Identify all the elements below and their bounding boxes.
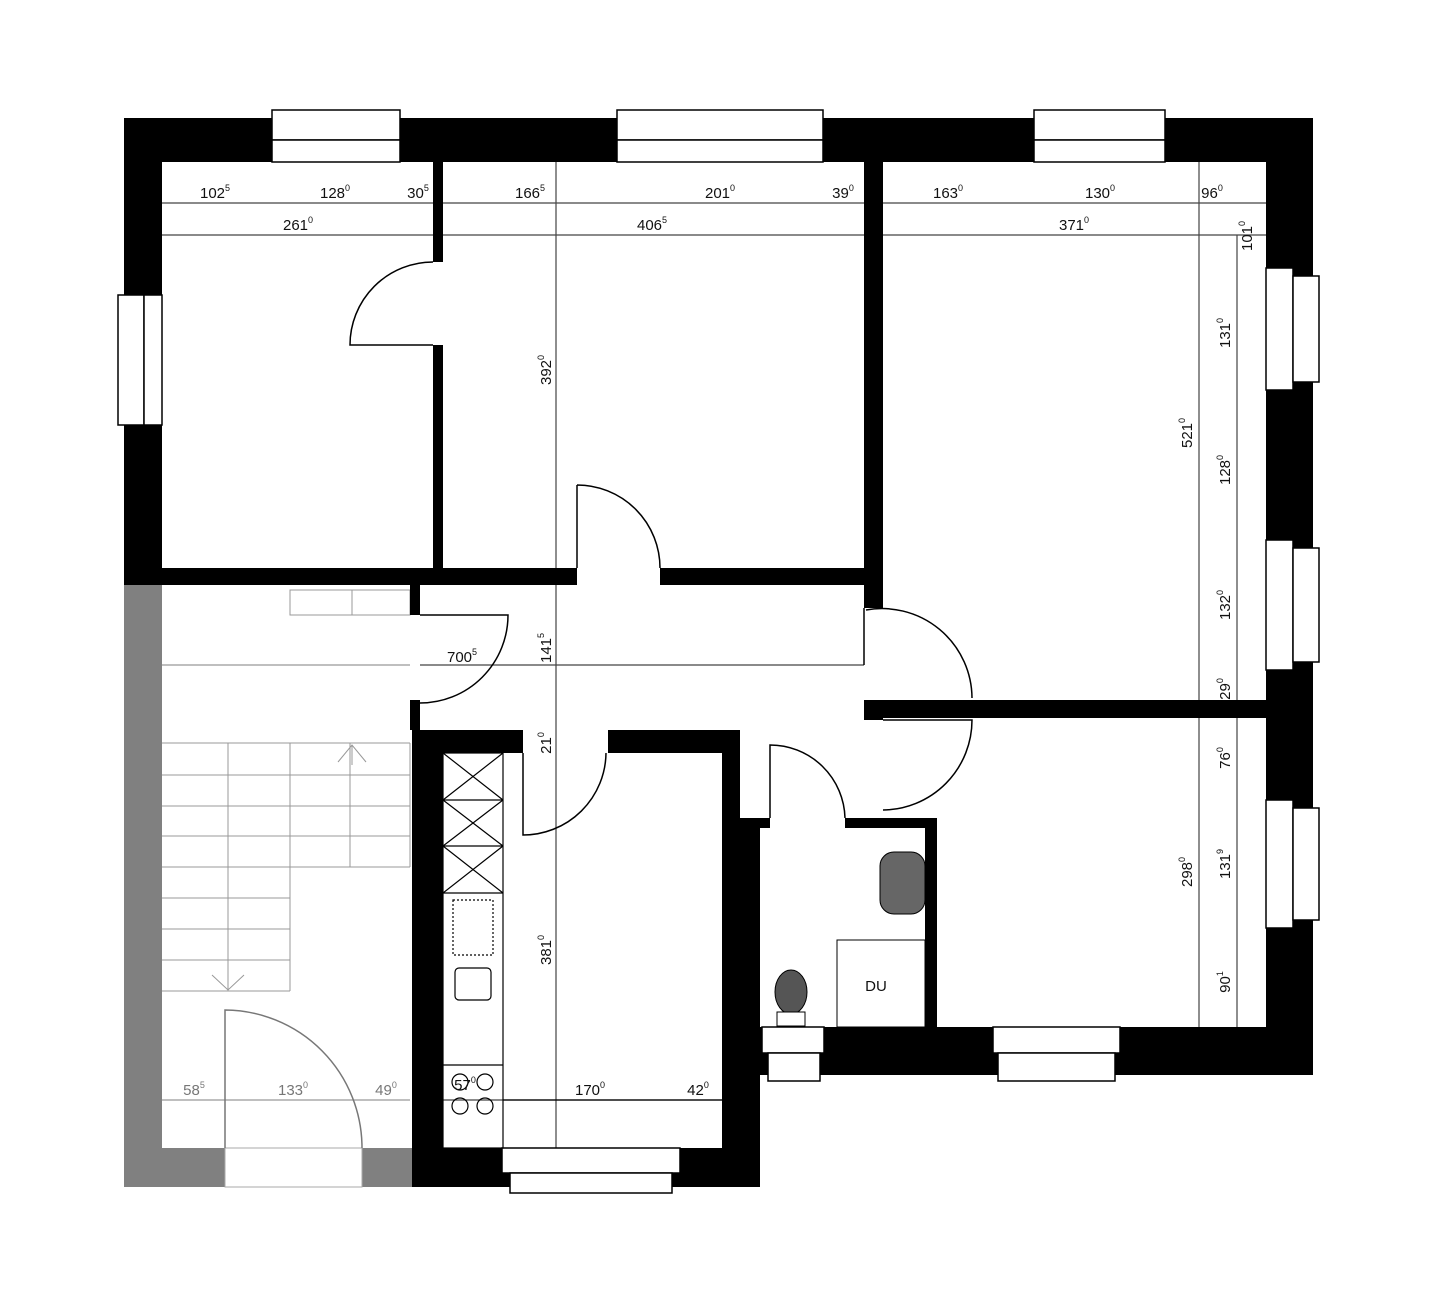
shower-tray (836, 939, 926, 1028)
window (1265, 539, 1294, 671)
door-swing (349, 261, 434, 346)
dimension-label: 1330 (278, 1080, 308, 1099)
door-swing (419, 614, 509, 704)
dimension-label: 1320 (1215, 590, 1234, 620)
dimension-label: 1319 (1215, 849, 1234, 879)
bathroom-fixtures (774, 851, 926, 1028)
window (616, 109, 824, 141)
dimension-label: 3710 (1059, 215, 1089, 234)
dimension-label: 1415 (536, 633, 555, 663)
dimension-label: 960 (1201, 183, 1223, 202)
window (616, 139, 824, 163)
dimension-label: 2010 (705, 183, 735, 202)
window (501, 1147, 681, 1174)
window (117, 294, 145, 426)
dimension-label: 5210 (1177, 418, 1196, 448)
window (997, 1052, 1116, 1082)
stair-up-arrow-icon (337, 744, 367, 765)
dimension-lines (162, 162, 1266, 1148)
window (1033, 139, 1166, 163)
dimension-label: 585 (183, 1080, 205, 1099)
dimension-label: 490 (375, 1080, 397, 1099)
dimension-label: 390 (832, 183, 854, 202)
window (1292, 807, 1320, 921)
door-swing (522, 752, 607, 836)
door-swing (576, 484, 661, 569)
stove-burner-icon (451, 1097, 469, 1115)
room-label-shower: DU (865, 978, 887, 995)
cabinet-cross (442, 752, 504, 894)
window (1265, 799, 1294, 929)
dimension-label: 1025 (200, 183, 230, 202)
dimension-labels: 1025 1280 305 1665 2010 390 1630 1300 960 2610 406… (183, 183, 1256, 1099)
dimension-label: 760 (1215, 747, 1234, 769)
window (992, 1026, 1121, 1054)
window (1265, 267, 1294, 391)
dimension-label: 7005 (447, 647, 477, 666)
dimension-label: 2610 (283, 215, 313, 234)
dimension-label: 3920 (536, 355, 555, 385)
door-swing (863, 607, 973, 699)
dimension-label: 1310 (1215, 318, 1234, 348)
dimension-label: 1630 (933, 183, 963, 202)
washbasin-icon (879, 851, 926, 915)
dimension-label: 1665 (515, 183, 545, 202)
dimension-label: 1280 (1215, 455, 1234, 485)
toilet-icon (774, 969, 808, 1015)
walls (124, 118, 1313, 1187)
dimension-label: 1010 (1237, 221, 1256, 251)
dimension-label: 2980 (1177, 857, 1196, 887)
kitchen-fixtures (442, 752, 722, 1149)
stair-down-arrow-icon (211, 960, 245, 991)
dimension-label: 570 (454, 1075, 476, 1094)
dimension-label: 1700 (575, 1080, 605, 1099)
window (1292, 547, 1320, 663)
staircase (162, 589, 411, 992)
dimension-label: 1280 (320, 183, 350, 202)
dimension-label: 290 (1215, 678, 1234, 700)
window (761, 1026, 825, 1054)
window (1292, 275, 1320, 383)
stove-burner-icon (476, 1073, 494, 1091)
doors (224, 261, 973, 1149)
sink-icon (454, 967, 492, 1001)
window (271, 109, 401, 141)
dimension-label: 305 (407, 183, 429, 202)
door-swing (882, 719, 973, 811)
window (509, 1172, 673, 1194)
windows (117, 109, 1320, 1194)
stove-burner-icon (476, 1097, 494, 1115)
stove-burner-icon (451, 1073, 469, 1091)
window (143, 294, 163, 426)
dimension-label: 4065 (637, 215, 667, 234)
stairwell-walls (124, 585, 412, 1187)
dimension-label: 420 (687, 1080, 709, 1099)
drainboard (452, 899, 494, 956)
dimension-label: 901 (1215, 971, 1234, 993)
window (1033, 109, 1166, 141)
entrance-threshold (224, 1147, 363, 1188)
window (271, 139, 401, 163)
door-swing (769, 744, 846, 819)
window (767, 1052, 821, 1082)
dimension-label: 1300 (1085, 183, 1115, 202)
entrance-door-swing (224, 1009, 363, 1149)
dimension-label: 3810 (536, 935, 555, 965)
dimension-label: 210 (536, 732, 555, 754)
